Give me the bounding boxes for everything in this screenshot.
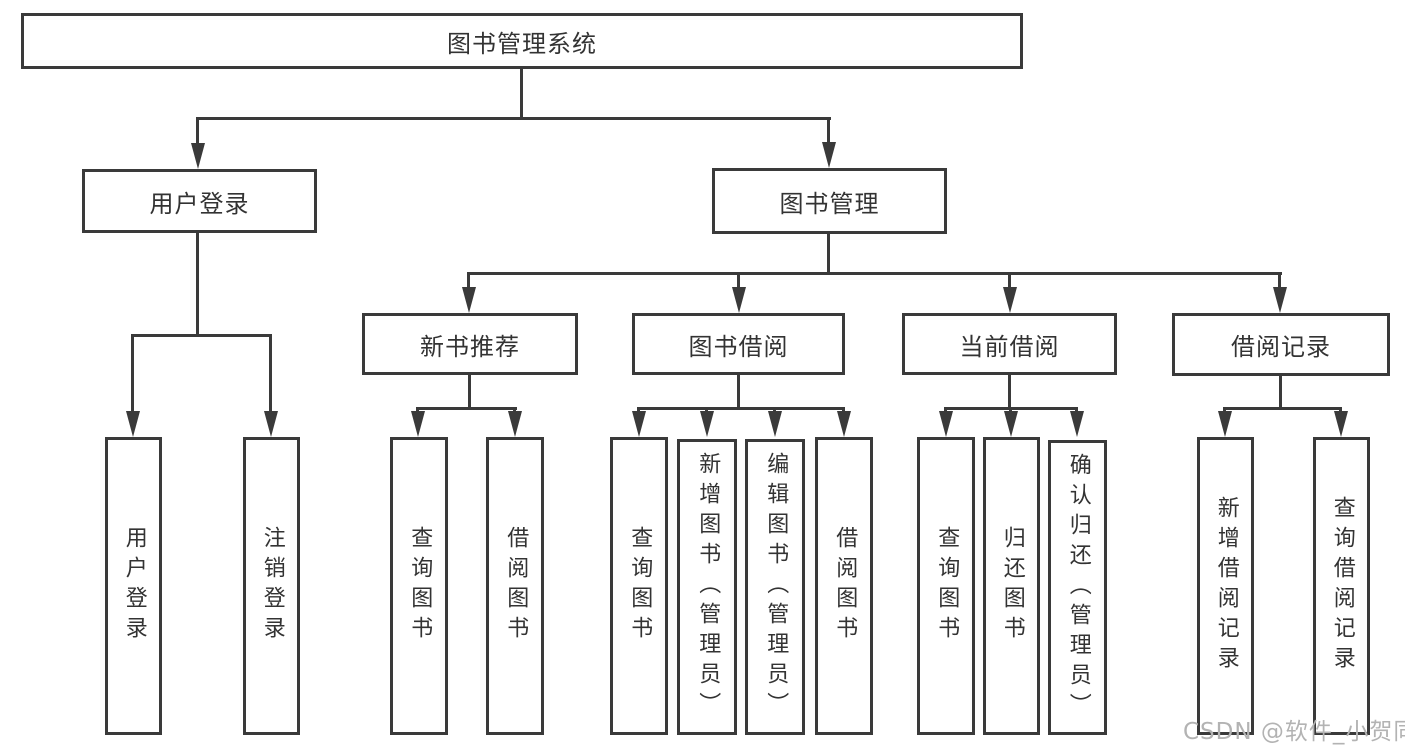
arrow-down-icon (768, 411, 782, 437)
node-new-book: 新书推荐 (362, 313, 578, 375)
connector-stub (269, 334, 272, 412)
connector-stub (737, 272, 740, 289)
connector-book-mgmt-stem (827, 234, 830, 274)
connector-root-stem (520, 69, 523, 118)
leaf-label: 查询图书 (934, 526, 960, 646)
connector-stub (944, 407, 947, 414)
connector-stub (1278, 272, 1281, 289)
leaf-query-borrow-record: 查询借阅记录 (1313, 437, 1370, 735)
connector-level3-bus (468, 272, 1282, 275)
leaf-query-book: 查询图书 (390, 437, 448, 735)
leaf-user-login: 用户登录 (105, 437, 162, 735)
csdn-watermark: CSDN @软件_小贺同学 (1183, 719, 1405, 745)
leaf-label: 新增图书（管理员） (695, 452, 721, 722)
leaf-label: 新增借阅记录 (1213, 496, 1239, 676)
connector-book-borrow-bus (638, 407, 844, 410)
arrow-down-icon (1004, 411, 1018, 437)
arrow-down-icon (508, 411, 522, 437)
connector-stub (1339, 407, 1342, 414)
connector-user-login-bus (132, 334, 272, 337)
arrow-down-icon (1070, 411, 1084, 437)
connector-stub-user-login (196, 117, 199, 145)
arrow-down-icon (632, 411, 646, 437)
leaf-label: 注销登录 (259, 526, 285, 646)
connector-stub (637, 407, 640, 414)
connector-book-borrow-stem (737, 375, 740, 409)
connector-stub (513, 407, 516, 414)
leaf-label: 借阅图书 (832, 526, 858, 646)
node-user-login-label: 用户登录 (149, 189, 250, 218)
leaf-confirm-return-admin: 确认归还（管理员） (1048, 440, 1107, 735)
arrow-down-icon (822, 142, 836, 168)
leaf-label: 查询图书 (627, 526, 653, 646)
connector-stub (467, 272, 470, 289)
node-book-mgmt-label: 图书管理 (779, 189, 880, 218)
arrow-down-icon (1273, 287, 1287, 313)
leaf-label: 用户登录 (121, 526, 147, 646)
connector-stub-book-mgmt (827, 117, 830, 144)
leaf-label: 归还图书 (999, 526, 1025, 646)
arrow-down-icon (1334, 411, 1348, 437)
arrow-down-icon (264, 411, 278, 437)
arrow-down-icon (939, 411, 953, 437)
connector-stub (1008, 272, 1011, 289)
node-current-borrow: 当前借阅 (902, 313, 1117, 375)
connector-stub (1009, 407, 1012, 414)
node-book-borrow: 图书借阅 (632, 313, 845, 375)
connector-current-borrow-stem (1008, 375, 1011, 409)
connector-borrow-record-stem (1279, 376, 1282, 409)
arrow-down-icon (732, 287, 746, 313)
connector-stub (416, 407, 419, 414)
connector-stub (1075, 407, 1078, 414)
arrow-down-icon (411, 411, 425, 437)
node-borrow-record: 借阅记录 (1172, 313, 1390, 376)
leaf-label: 借阅图书 (503, 526, 529, 646)
leaf-label: 查询借阅记录 (1329, 496, 1355, 676)
connector-new-book-bus (417, 407, 517, 410)
leaf-query-book: 查询图书 (610, 437, 668, 735)
leaf-label: 编辑图书（管理员） (763, 452, 789, 722)
leaf-borrow-book: 借阅图书 (815, 437, 873, 735)
node-new-book-label: 新书推荐 (420, 332, 520, 361)
leaf-return-book: 归还图书 (983, 437, 1040, 735)
leaf-label: 确认归还（管理员） (1065, 452, 1091, 723)
arrow-down-icon (126, 411, 140, 437)
node-book-borrow-label: 图书借阅 (688, 332, 789, 361)
connector-new-book-stem (468, 375, 471, 409)
arrow-down-icon (191, 143, 205, 169)
connector-borrow-record-bus (1225, 407, 1342, 410)
connector-level1-bus (197, 117, 831, 120)
leaf-borrow-book: 借阅图书 (486, 437, 544, 735)
connector-stub (1223, 407, 1226, 414)
leaf-edit-book-admin: 编辑图书（管理员） (745, 439, 805, 735)
leaf-label: 查询图书 (407, 526, 433, 646)
arrow-down-icon (1218, 411, 1232, 437)
connector-stub (842, 407, 845, 414)
leaf-query-book: 查询图书 (917, 437, 975, 735)
arrow-down-icon (1003, 287, 1017, 313)
leaf-add-book-admin: 新增图书（管理员） (677, 439, 737, 735)
node-root-label: 图书管理系统 (447, 29, 597, 58)
arrow-down-icon (462, 287, 476, 313)
node-current-borrow-label: 当前借阅 (959, 332, 1060, 361)
leaf-add-borrow-record: 新增借阅记录 (1197, 437, 1254, 735)
arrow-down-icon (837, 411, 851, 437)
node-root: 图书管理系统 (21, 13, 1023, 69)
node-user-login: 用户登录 (82, 169, 317, 233)
connector-stub (705, 407, 708, 414)
connector-user-login-stem (196, 233, 199, 336)
node-book-mgmt: 图书管理 (712, 168, 947, 234)
connector-stub (131, 334, 134, 412)
arrow-down-icon (700, 411, 714, 437)
connector-stub (773, 407, 776, 414)
node-borrow-record-label: 借阅记录 (1231, 333, 1331, 361)
leaf-logout: 注销登录 (243, 437, 300, 735)
